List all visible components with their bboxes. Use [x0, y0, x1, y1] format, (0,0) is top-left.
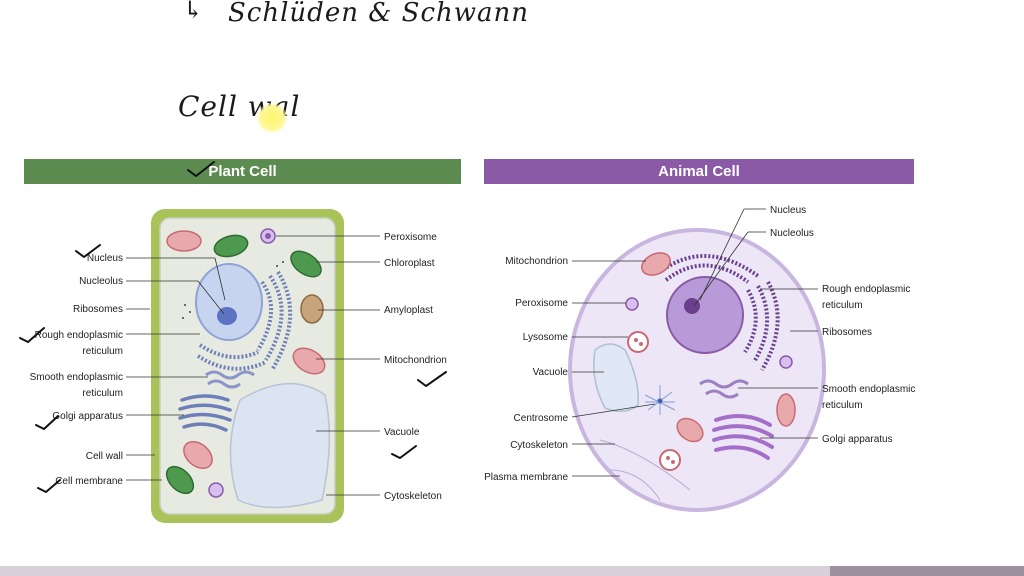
plant-label-nucleolus: Nucleolus	[79, 276, 123, 287]
plant-label-chloroplast: Chloroplast	[384, 258, 435, 269]
animal-label-vacuole: Vacuole	[533, 367, 569, 378]
animal-rough-er	[658, 253, 780, 372]
plant-mitochondrion-1	[166, 230, 202, 252]
plant-right-labels: Peroxisome Chloroplast Amyloplast Mitoch…	[276, 232, 447, 502]
plant-label-peroxisome: Peroxisome	[384, 232, 437, 243]
bottom-scroll-thumb[interactable]	[830, 566, 1024, 576]
handwritten-arrow: ↳	[183, 0, 205, 24]
plant-label-smooth-er-1: Smooth endoplasmic	[30, 372, 123, 383]
highlighter-cursor	[257, 103, 287, 133]
plant-ribosome-dots	[182, 261, 284, 319]
animal-label-lysosome: Lysosome	[523, 332, 569, 343]
plant-nucleus	[195, 263, 263, 341]
plant-label-rough-er-2: reticulum	[82, 346, 123, 357]
plant-cell-title: Plant Cell	[208, 163, 277, 180]
animal-label-smooth-er-1: Smooth endoplasmic	[822, 384, 915, 395]
animal-label-centrosome: Centrosome	[514, 413, 569, 424]
plant-chloroplast-1	[213, 234, 249, 258]
animal-peroxisome-2	[779, 355, 793, 369]
animal-label-rough-er-2: reticulum	[822, 300, 863, 311]
handwritten-ticks	[19, 161, 447, 493]
animal-label-smooth-er-2: reticulum	[822, 400, 863, 411]
plant-nucleolus	[217, 307, 237, 325]
animal-cell-title: Animal Cell	[658, 163, 740, 180]
animal-mitochondrion-1	[641, 252, 671, 276]
animal-cell-banner: Animal Cell	[484, 159, 914, 184]
plant-golgi	[178, 394, 232, 432]
animal-nucleolus	[684, 298, 700, 314]
animal-smooth-er	[699, 379, 749, 399]
animal-lysosome-2	[659, 449, 681, 471]
plant-label-amyloplast: Amyloplast	[384, 305, 433, 316]
plant-cell-illustration	[151, 209, 344, 523]
animal-label-peroxisome: Peroxisome	[515, 298, 568, 309]
animal-golgi	[712, 414, 774, 460]
animal-label-rough-er-1: Rough endoplasmic	[822, 284, 910, 295]
animal-lysosome	[627, 331, 649, 353]
animal-right-labels: Nucleus Nucleolus Rough endoplasmic reti…	[693, 205, 915, 445]
plant-label-mitochondrion: Mitochondrion	[384, 355, 447, 366]
animal-label-ribosomes: Ribosomes	[822, 327, 872, 338]
plant-vacuole	[229, 383, 331, 509]
animal-peroxisome	[625, 297, 639, 311]
plant-label-cytoskeleton: Cytoskeleton	[384, 491, 442, 502]
plant-label-cell-wall: Cell wall	[86, 451, 123, 462]
animal-nucleus	[666, 276, 744, 354]
handwritten-note-scientists: Schlüden & Schwann	[228, 0, 529, 28]
plant-mitochondrion-2	[292, 347, 326, 375]
animal-label-mitochondrion: Mitochondrion	[505, 256, 568, 267]
animal-label-nucleolus: Nucleolus	[770, 228, 814, 239]
plant-label-nucleus: Nucleus	[87, 253, 123, 264]
plant-smooth-er	[205, 370, 255, 389]
plant-peroxisome-2	[208, 482, 224, 498]
animal-label-golgi: Golgi apparatus	[822, 434, 893, 445]
plant-mitochondrion-3	[183, 440, 213, 470]
animal-label-nucleus: Nucleus	[770, 205, 806, 216]
animal-cytoskeleton	[599, 439, 691, 501]
plant-label-vacuole: Vacuole	[384, 427, 420, 438]
animal-mitochondrion-2	[676, 417, 704, 443]
animal-cell-illustration	[568, 228, 826, 512]
plant-label-rough-er-1: Rough endoplasmic	[35, 330, 123, 341]
plant-cell-banner: Plant Cell	[24, 159, 461, 184]
animal-centrosome	[644, 385, 676, 415]
plant-label-golgi: Golgi apparatus	[52, 411, 123, 422]
animal-label-cytoskeleton: Cytoskeleton	[510, 440, 568, 451]
animal-left-labels: Mitochondrion Peroxisome Lysosome Vacuol…	[484, 256, 656, 483]
plant-left-labels: Nucleus Nucleolus Ribosomes Rough endopl…	[30, 253, 226, 487]
plant-label-cell-membrane: Cell membrane	[55, 476, 123, 487]
plant-chloroplast-2	[290, 250, 322, 278]
animal-label-plasma-membrane: Plasma membrane	[484, 472, 568, 483]
plant-chloroplast-3	[165, 465, 195, 495]
plant-amyloplast	[300, 294, 324, 324]
plant-label-smooth-er-2: reticulum	[82, 388, 123, 399]
animal-vacuole	[593, 343, 639, 413]
plant-rough-er	[196, 270, 293, 372]
plant-label-ribosomes: Ribosomes	[73, 304, 123, 315]
bottom-scroll-track[interactable]	[0, 566, 1024, 576]
animal-mitochondrion-3	[776, 393, 796, 427]
